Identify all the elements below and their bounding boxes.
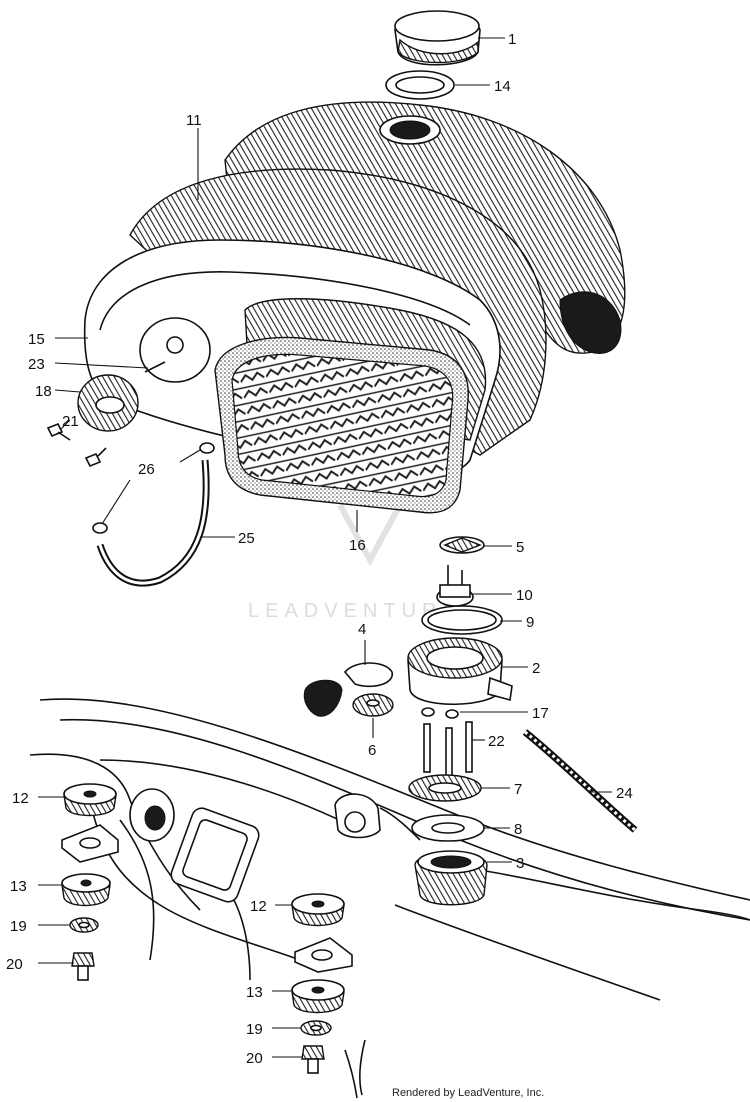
bolt-20b — [301, 1045, 325, 1074]
callout-16: 16 — [349, 537, 366, 554]
breather-hose-25 — [92, 442, 215, 587]
screws-21 — [46, 422, 107, 468]
callout-19-right: 19 — [246, 1021, 263, 1038]
callout-10: 10 — [516, 587, 533, 604]
bracket-b — [294, 937, 353, 973]
washer-8 — [411, 814, 485, 842]
fuel-cap-1 — [394, 10, 481, 66]
gasket-14 — [385, 70, 455, 100]
gasket-7 — [408, 774, 482, 802]
callout-2: 2 — [532, 660, 540, 677]
knee-grip-16 — [214, 336, 469, 514]
callout-26: 26 — [138, 461, 155, 478]
lever-4 — [303, 662, 393, 717]
callout-14: 14 — [494, 78, 511, 95]
callout-11: 11 — [186, 112, 202, 129]
callout-3: 3 — [516, 855, 524, 872]
bolt-20a — [71, 952, 95, 981]
callout-15: 15 — [28, 331, 45, 348]
callout-24: 24 — [616, 785, 633, 802]
o-ring-9 — [421, 605, 503, 635]
callout-12-left: 12 — [12, 790, 29, 807]
callout-17: 17 — [532, 705, 549, 722]
callout-8: 8 — [514, 821, 522, 838]
packing-6 — [352, 693, 394, 717]
bracket-a — [61, 824, 119, 863]
callout-6: 6 — [368, 742, 376, 759]
callout-22: 22 — [488, 733, 505, 750]
callout-12-right: 12 — [250, 898, 267, 915]
callout-9: 9 — [526, 614, 534, 631]
cushion-13a — [61, 873, 111, 907]
leader-lines — [38, 37, 612, 1058]
screws-22 — [423, 721, 473, 781]
watermark: LEADVENTURE — [248, 503, 462, 622]
callout-20-left: 20 — [6, 956, 23, 973]
fuel-tube-24 — [522, 729, 638, 833]
washer-19a — [69, 917, 99, 933]
callout-13-right: 13 — [246, 984, 263, 1001]
callout-1: 1 — [508, 31, 516, 48]
callout-23: 23 — [28, 356, 45, 373]
callout-4: 4 — [358, 621, 366, 638]
fuel-tank — [83, 101, 626, 476]
credit-text: Rendered by LeadVenture, Inc. — [392, 1087, 544, 1099]
callout-13-left: 13 — [10, 878, 27, 895]
watermark-text: LEADVENTURE — [248, 600, 462, 622]
callout-21: 21 — [62, 413, 79, 430]
washer-19b — [300, 1020, 332, 1036]
fuel-pipe-10 — [436, 565, 474, 607]
cushion-13b — [291, 979, 345, 1014]
callout-25: 25 — [238, 530, 255, 547]
callout-20-right: 20 — [246, 1050, 263, 1067]
callout-labels: 1 14 11 15 23 18 21 26 25 16 5 10 9 4 2 … — [6, 31, 633, 1067]
frame — [29, 698, 750, 1099]
fuel-cock-body-2 — [407, 637, 513, 705]
nut-3 — [414, 850, 488, 906]
cushion-12a — [63, 783, 117, 817]
callout-19-left: 19 — [10, 918, 27, 935]
callout-18: 18 — [35, 383, 52, 400]
cushion-12b — [291, 893, 345, 927]
o-rings-17 — [421, 707, 459, 719]
emblem-18 — [77, 374, 139, 432]
filter-5 — [439, 536, 485, 554]
callout-5: 5 — [516, 539, 524, 556]
callout-7: 7 — [514, 781, 522, 798]
